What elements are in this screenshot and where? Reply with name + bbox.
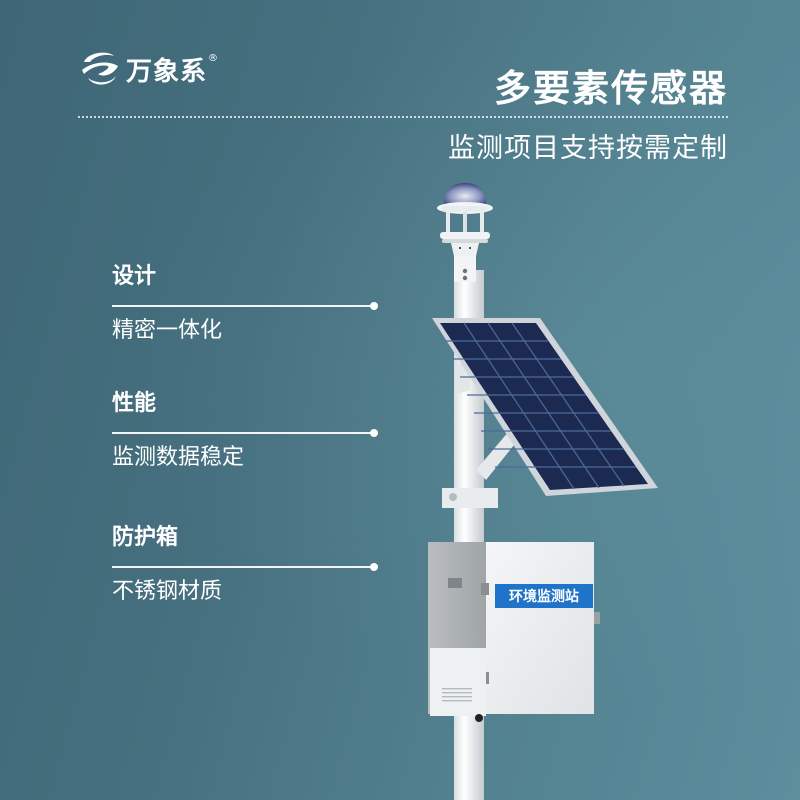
feature-description: 不锈钢材质 xyxy=(112,579,223,604)
feature-divider xyxy=(112,429,378,437)
feature-divider xyxy=(112,302,378,310)
swirl-logo-icon xyxy=(82,52,118,85)
brand-logo: 万象系 ® xyxy=(78,48,218,88)
page-subtitle: 监测项目支持按需定制 xyxy=(448,133,728,164)
control-enclosure: 环境监测站 xyxy=(428,542,600,722)
dot-marker-icon xyxy=(370,563,378,571)
feature-design: 设计 精密一体化 xyxy=(112,262,378,346)
feature-description: 精密一体化 xyxy=(112,318,223,343)
feature-heading: 性能 xyxy=(112,391,157,416)
dot-marker-icon xyxy=(370,302,378,310)
feature-enclosure: 防护箱 不锈钢材质 xyxy=(112,523,378,607)
solar-panel xyxy=(432,318,658,496)
feature-heading: 设计 xyxy=(112,264,157,289)
weather-sensor-dome xyxy=(437,183,493,282)
registered-mark: ® xyxy=(208,52,219,64)
feature-heading: 防护箱 xyxy=(112,525,179,550)
page-title: 多要素传感器 xyxy=(494,67,728,110)
enclosure-label: 环境监测站 xyxy=(509,588,579,605)
feature-performance: 性能 监测数据稳定 xyxy=(112,389,378,473)
feature-divider xyxy=(112,563,378,571)
header-divider xyxy=(78,116,728,118)
brand-name: 万象系 xyxy=(126,56,208,87)
dot-marker-icon xyxy=(370,429,378,437)
feature-description: 监测数据稳定 xyxy=(112,445,245,470)
